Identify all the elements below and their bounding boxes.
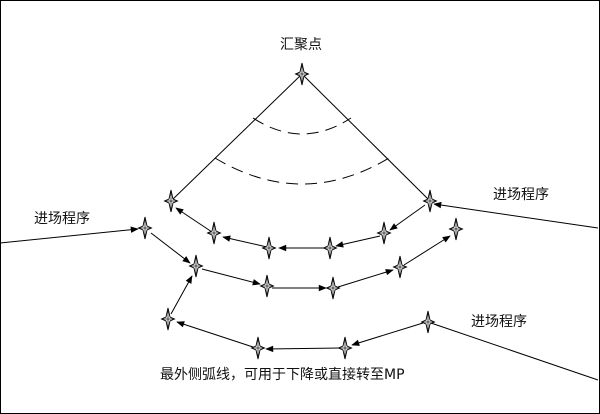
outer-arc-leg-3 — [176, 321, 254, 348]
waypoint-icon — [337, 336, 353, 360]
middle-arc-leg-3 — [337, 269, 394, 288]
waypoint-icon — [137, 216, 153, 240]
waypoint-icon — [322, 236, 338, 260]
merge-point-waypoint-icon — [294, 62, 310, 86]
outer-arc-caption: 最外侧弧线，可用于下降或直接转至MP — [160, 367, 405, 383]
outer-arc-leg-2 — [265, 345, 342, 353]
entry-line-right-bottom — [427, 321, 599, 381]
waypoint-icon — [163, 189, 179, 213]
sector-edge-right — [301, 73, 431, 202]
waypoint-icon — [261, 236, 277, 260]
entry-procedure-left-label: 进场程序 — [34, 211, 90, 227]
merge-point-label: 汇聚点 — [280, 37, 322, 53]
waypoint-icon — [250, 336, 266, 360]
middle-arc-leg-1 — [201, 268, 261, 286]
range-arc-outer — [214, 157, 390, 185]
waypoint-icon — [259, 274, 275, 298]
entry-procedure-right-bottom-label: 进场程序 — [471, 314, 527, 330]
waypoint-icon — [160, 307, 176, 331]
sector-edge-left — [170, 73, 303, 202]
middle-arc-leg-4 — [403, 235, 451, 266]
waypoint-icon — [325, 276, 341, 300]
inner-arc-leg-1 — [389, 204, 426, 231]
entry-procedure-right-top-label: 进场程序 — [493, 187, 549, 203]
waypoint-icon — [448, 217, 464, 241]
transition-leg-2 — [170, 275, 193, 315]
waypoint-icon — [376, 221, 392, 245]
waypoint-icon — [420, 310, 436, 334]
waypoint-icon — [392, 255, 408, 279]
inner-arc-leg-4 — [222, 235, 268, 248]
waypoint-icon — [422, 189, 438, 213]
range-arc-inner — [252, 117, 352, 135]
entry-line-left — [0, 226, 139, 244]
outer-arc-leg-1 — [351, 322, 424, 346]
inner-arc-leg-5 — [175, 207, 213, 233]
waypoint-icon — [206, 221, 222, 245]
entry-line-right-top — [433, 201, 599, 229]
transition-leg-1 — [150, 232, 191, 264]
inner-arc-leg-2 — [335, 235, 381, 248]
waypoint-icon — [188, 254, 204, 278]
